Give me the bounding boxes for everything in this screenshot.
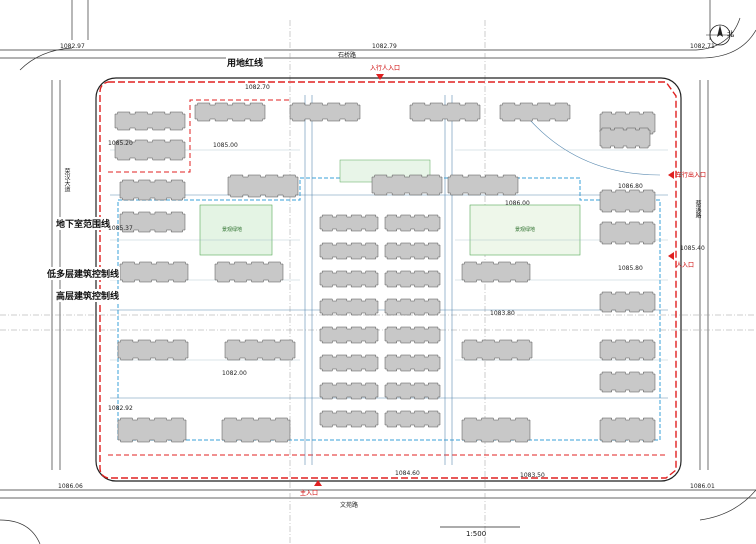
building-footprint [384,298,441,316]
buildings-layer [114,102,656,443]
building-footprint [194,102,266,122]
building-footprint [114,111,186,131]
north-arrow-icon [706,24,734,46]
elev-w1: 1085.20 [108,140,133,147]
north-label: 北 [727,30,734,38]
building-footprint [599,417,656,443]
gate-east-upper: 车行出入口 [676,172,707,179]
building-footprint [384,242,441,260]
red-land-line [99,81,677,479]
building-footprint [384,354,441,372]
red-control-line [108,99,290,173]
gate-east-lower: 人入口 [676,262,695,269]
building-footprint [499,102,571,122]
elev-s3: 1086.01 [690,483,715,490]
elev-c5: 1083.80 [490,310,515,317]
building-footprint [224,339,296,361]
road-west: 荣汉大道 [63,168,70,192]
building-footprint [119,179,186,201]
elev-e3: 1086.80 [618,183,643,190]
elev-w2: 1085.37 [108,225,133,232]
elev-s2: 1083.50 [520,472,545,479]
road-east: 蔡溪路 [694,200,701,218]
elev-c6: 1082.00 [222,370,247,377]
elev-e1: 1085.40 [680,245,705,252]
building-footprint [461,261,531,283]
building-footprint [319,242,379,260]
building-footprint [409,102,481,122]
road-north: 石桥路 [338,52,357,59]
elev-c2: 1082.70 [245,84,270,91]
building-footprint [447,174,519,196]
building-footprint [599,127,651,149]
building-footprint [319,354,379,372]
building-footprint [384,326,441,344]
building-footprint [599,189,656,213]
building-footprint [119,211,186,233]
elev-c3: 1086.00 [505,200,530,207]
building-footprint [117,417,187,443]
gate-markers [314,74,674,486]
building-footprint [599,371,656,393]
green-area-east [469,204,581,256]
elev-n1: 1082.97 [60,43,85,50]
road-south: 文苑路 [340,502,359,509]
building-footprint [319,382,379,400]
elev-w3: 1082.92 [108,405,133,412]
building-footprint [319,214,379,232]
building-footprint [289,102,361,122]
legend-red-line: 用地红线 [226,56,265,69]
legend-basement-line: 地下室范围线 [55,217,112,230]
building-footprint [599,221,656,245]
building-footprint [384,270,441,288]
legend-multistory-line: 低多层建筑控制线 [46,267,121,280]
gate-north: 入行人入口 [370,65,401,72]
building-footprint [599,291,656,313]
elev-s1: 1086.06 [58,483,83,490]
building-footprint [384,382,441,400]
building-footprint [319,298,379,316]
building-footprint [117,339,189,361]
basement-outline [117,177,661,441]
building-footprint [214,261,284,283]
legend-highrise-line: 高层建筑控制线 [55,289,121,302]
building-footprint [384,214,441,232]
gate-south: 主入口 [300,490,319,497]
building-footprint [599,339,656,361]
elev-c4: 1084.60 [395,470,420,477]
scale-label: 1:500 [466,530,487,538]
building-footprint [384,410,441,428]
building-footprint [319,270,379,288]
green-label-east: 景观绿地 [515,227,536,233]
building-footprint [461,339,533,361]
elev-n3: 1082.71 [690,43,715,50]
building-footprint [371,174,443,196]
building-footprint [319,326,379,344]
building-footprint [119,261,189,283]
building-footprint [461,417,531,443]
green-label-west: 景观绿地 [222,227,243,233]
green-area-west [199,204,273,256]
building-footprint [221,417,291,443]
building-footprint [227,174,299,198]
building-footprint [114,139,186,161]
elev-c1: 1085.00 [213,142,238,149]
building-footprint [319,410,379,428]
elev-e2: 1085.80 [618,265,643,272]
elev-n2: 1082.79 [372,43,397,50]
